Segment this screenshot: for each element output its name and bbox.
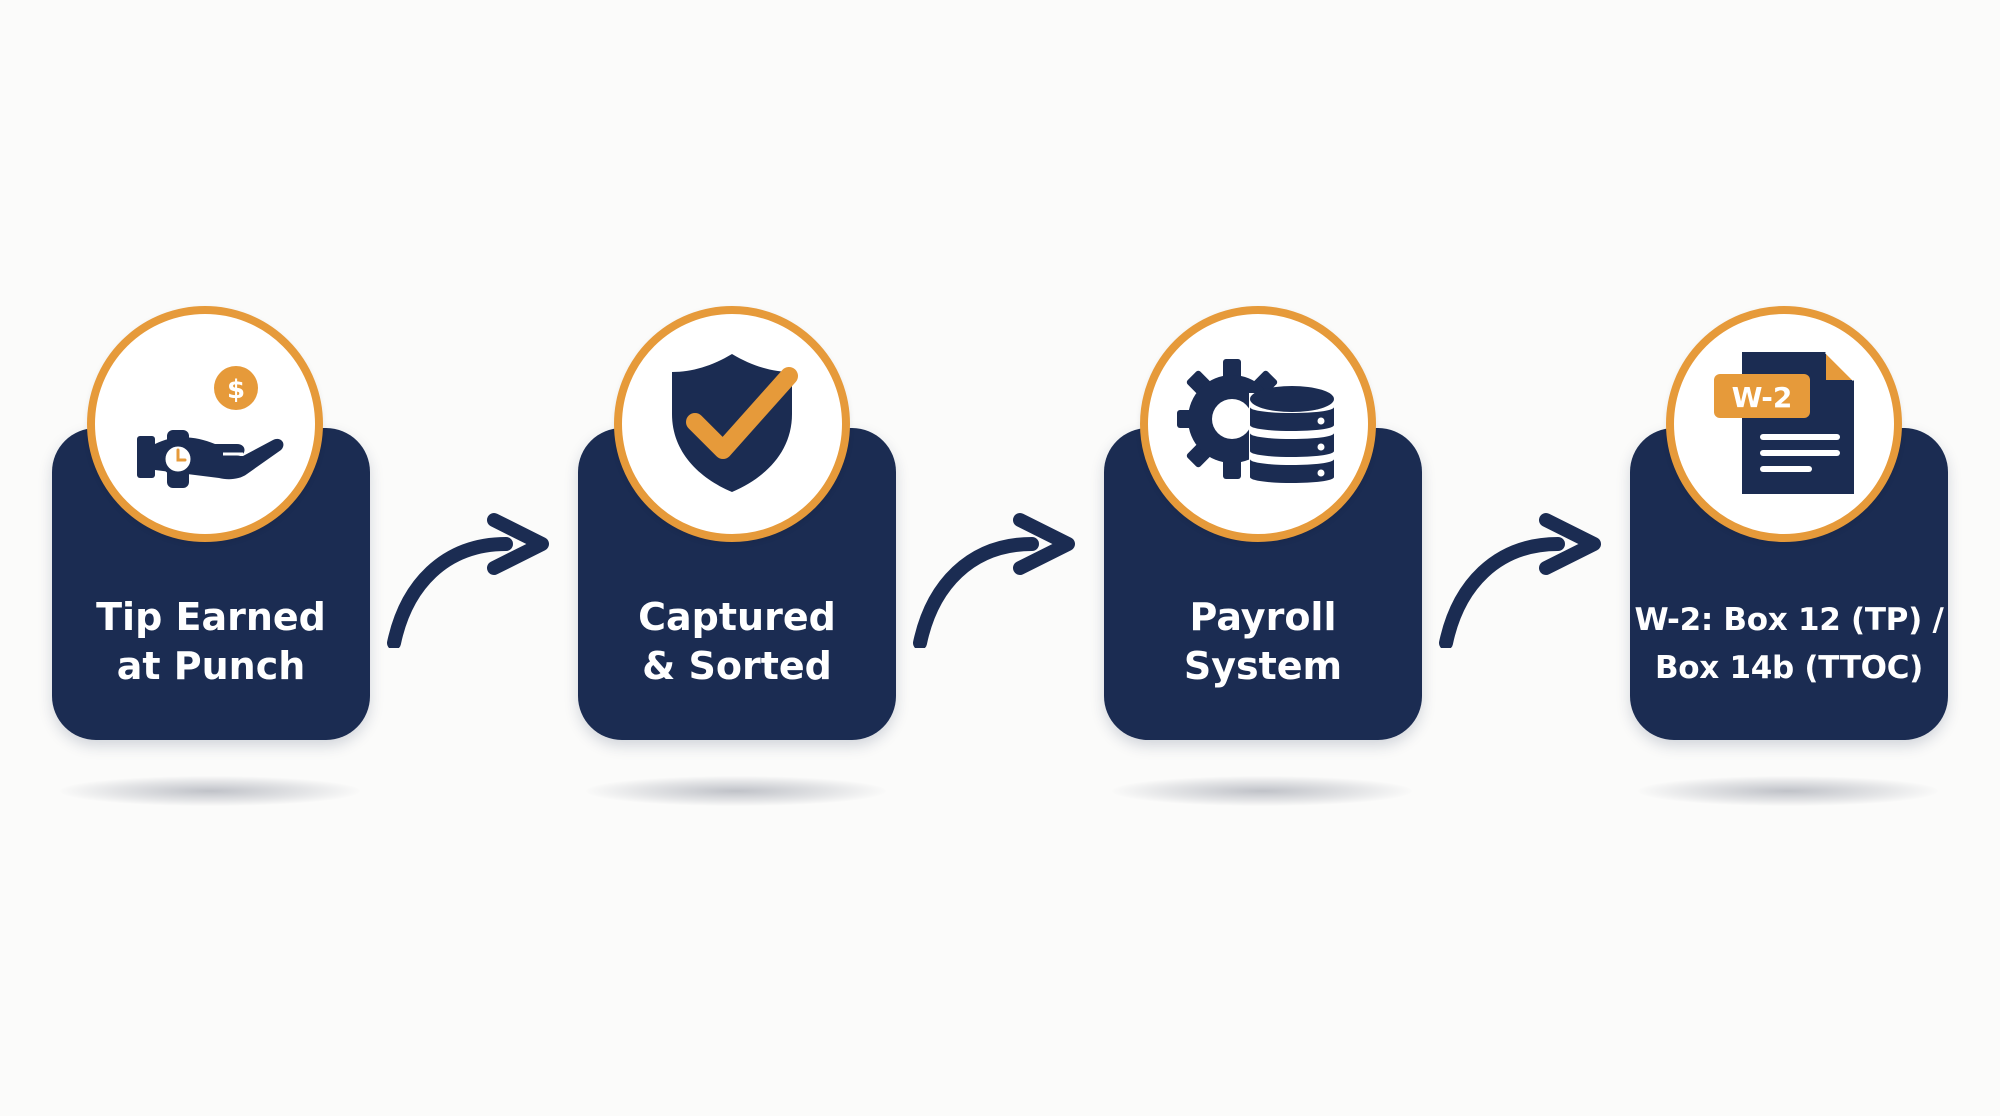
card-shadow [60,776,360,806]
gear-database-icon [1177,359,1335,489]
svg-text:$: $ [227,375,245,405]
flow-arrow-1 [387,513,549,648]
w2-badge-text: W-2 [1732,381,1793,414]
flow-arrow-2 [913,513,1075,648]
step-label: Tip Earned at Punch [96,595,326,688]
card-shadow [1638,776,1938,806]
flow-arrow-3 [1439,513,1601,648]
step-label: Captured & Sorted [638,595,836,688]
w2-document-icon: W-2 [1714,350,1856,494]
hand-watch-dollar-icon: $ [137,366,284,488]
step-badge [1140,306,1376,542]
step-badge [614,306,850,542]
step-badge: W-2 [1666,306,1902,542]
card-shadow [1112,776,1412,806]
card-shadow [586,776,886,806]
shield-check-icon [672,354,798,492]
step-label: W-2: Box 12 (TP) / Box 14b (TTOC) [1634,602,1944,686]
step-label: Payroll System [1183,595,1343,688]
step-badge: $ [87,306,323,542]
